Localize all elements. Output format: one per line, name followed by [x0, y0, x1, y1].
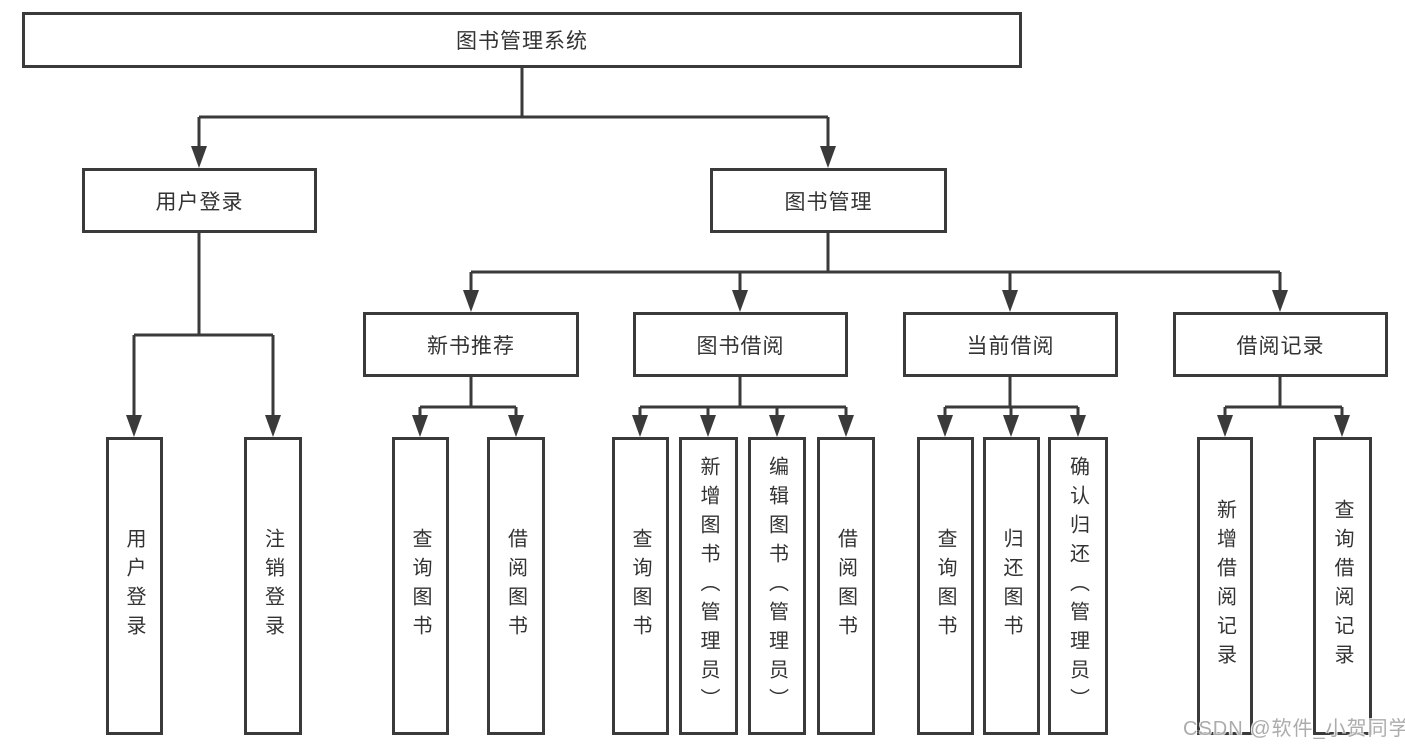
arrow-icon: [126, 415, 142, 437]
edge-book-borrowing-branch: [638, 377, 848, 419]
arrow-icon: [412, 415, 428, 437]
arrow-icon: [838, 415, 854, 437]
leaf-records-search: 查询借阅记录: [1313, 437, 1372, 735]
arrow-icon: [1217, 415, 1233, 437]
leaf-borrowing-edit-book: 编辑图书（管理员）: [748, 437, 806, 735]
node-borrowing-records: 借阅记录: [1173, 312, 1388, 377]
node-root-system: 图书管理系统: [22, 12, 1022, 68]
leaf-borrowing-borrow-book: 借阅图书: [817, 437, 875, 735]
leaf-records-add: 新增借阅记录: [1197, 437, 1253, 735]
arrow-icon: [1003, 415, 1019, 437]
node-user-login: 用户登录: [82, 168, 317, 233]
leaf-user-login: 用户登录: [106, 437, 163, 735]
node-label: 借阅记录: [1236, 334, 1325, 358]
node-book-borrowing: 图书借阅: [633, 312, 848, 377]
leaf-borrowing-add-book: 新增图书（管理员）: [679, 437, 738, 735]
leaf-label: 查询借阅记录: [1331, 499, 1353, 673]
leaf-label: 用户登录: [123, 528, 145, 644]
leaf-label: 编辑图书（管理员）: [765, 455, 788, 717]
tree-edges: [132, 68, 1344, 419]
node-label: 用户登录: [155, 190, 244, 214]
leaf-label: 查询图书: [409, 528, 431, 644]
arrow-icon: [732, 290, 748, 312]
arrow-icon: [265, 415, 281, 437]
arrow-icon: [632, 415, 648, 437]
leaf-current-return: 归还图书: [983, 437, 1040, 735]
arrow-icon: [820, 146, 836, 168]
node-current-borrowing: 当前借阅: [903, 312, 1118, 377]
leaf-label: 查询图书: [934, 528, 956, 644]
arrow-icon: [1272, 290, 1288, 312]
arrow-icon: [1334, 415, 1350, 437]
leaf-label: 归还图书: [1000, 528, 1022, 644]
arrowheads: [126, 146, 1350, 437]
leaf-current-search: 查询图书: [917, 437, 974, 735]
edge-current-borrowing-branch: [943, 377, 1080, 419]
leaf-borrowing-search: 查询图书: [612, 437, 669, 735]
leaf-label: 借阅图书: [504, 528, 527, 644]
arrow-icon: [769, 415, 785, 437]
leaf-current-confirm-return: 确认归还（管理员）: [1048, 437, 1108, 735]
node-label: 当前借阅: [966, 334, 1055, 358]
arrow-icon: [937, 415, 953, 437]
edge-user-login-branch: [132, 233, 275, 419]
arrow-icon: [508, 415, 524, 437]
node-new-book-recommend: 新书推荐: [363, 312, 579, 377]
edge-book-management-branch: [469, 233, 1282, 294]
leaf-label: 查询图书: [629, 528, 651, 644]
node-label: 图书管理: [784, 190, 873, 214]
leaf-label: 注销登录: [261, 528, 284, 644]
arrow-icon: [1002, 290, 1018, 312]
node-label: 图书借阅: [696, 334, 785, 358]
leaf-label: 确认归还（管理员）: [1066, 455, 1089, 717]
leaf-logout: 注销登录: [244, 437, 302, 735]
edge-borrowing-records-branch: [1223, 377, 1344, 419]
edge-root-branch: [197, 68, 830, 150]
arrow-icon: [1070, 415, 1086, 437]
leaf-newbook-borrow: 借阅图书: [487, 437, 545, 735]
node-label: 新书推荐: [427, 334, 515, 358]
csdn-watermark: CSDN @软件_小贺同学: [1183, 718, 1405, 740]
arrow-icon: [700, 415, 716, 437]
leaf-label: 借阅图书: [834, 528, 857, 644]
leaf-label: 新增借阅记录: [1213, 499, 1236, 673]
edge-new-book-branch: [418, 377, 518, 419]
arrow-icon: [463, 290, 479, 312]
node-book-management: 图书管理: [710, 168, 947, 233]
node-label: 图书管理系统: [456, 30, 588, 53]
arrow-icon: [191, 146, 207, 168]
leaf-label: 新增图书（管理员）: [697, 455, 719, 717]
leaf-newbook-search: 查询图书: [392, 437, 449, 735]
